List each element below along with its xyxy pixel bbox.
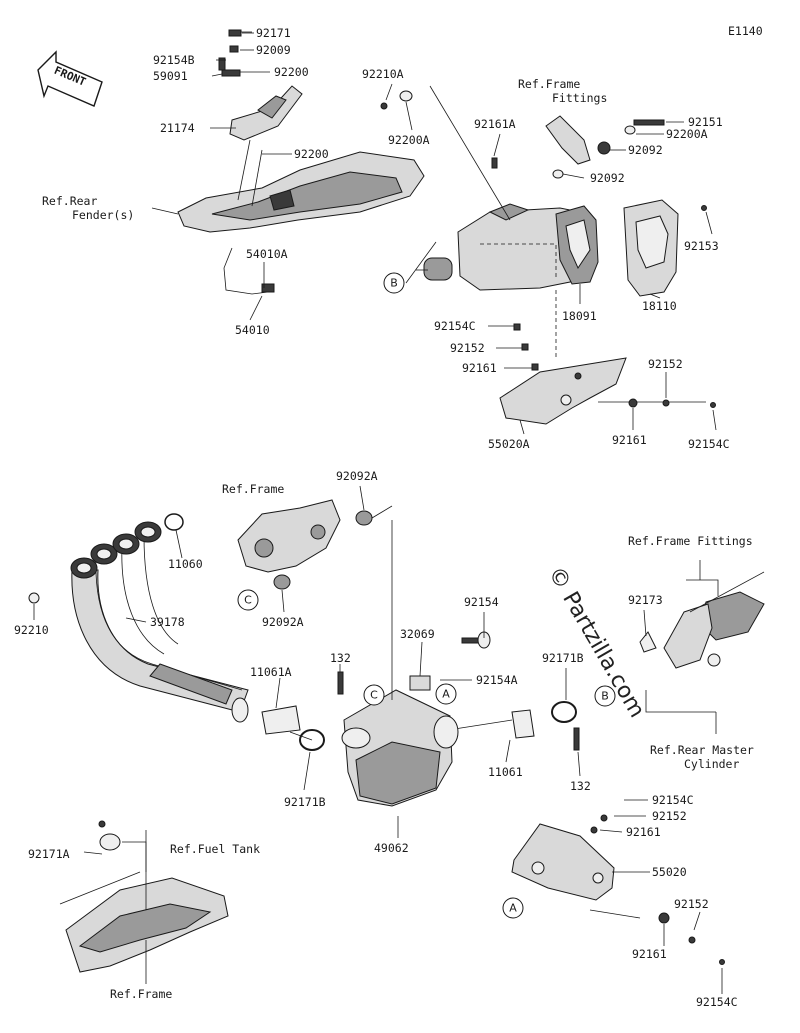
label-55020: 55020 bbox=[652, 865, 687, 879]
label-92210: 92210 bbox=[14, 623, 49, 637]
label-92200-top: 92200 bbox=[274, 65, 309, 79]
label-92161-lower: 92161 bbox=[626, 825, 661, 839]
label-92200-mid: 92200 bbox=[294, 147, 329, 161]
ref-fuel-tank: Ref.Fuel Tank bbox=[170, 842, 260, 856]
label-92092A-top: 92092A bbox=[336, 469, 378, 483]
label-49062: 49062 bbox=[374, 841, 409, 855]
leader-lines bbox=[33, 32, 723, 994]
label-18110: 18110 bbox=[642, 299, 677, 313]
label-92153: 92153 bbox=[684, 239, 719, 253]
heat-shield-upper bbox=[499, 323, 716, 425]
frame-bottom bbox=[59, 820, 229, 984]
svg-text:A: A bbox=[509, 902, 517, 915]
label-11061: 11061 bbox=[488, 765, 523, 779]
label-92152-top: 92152 bbox=[450, 341, 485, 355]
label-92009: 92009 bbox=[256, 43, 291, 57]
label-11061A: 11061A bbox=[250, 665, 292, 679]
callout-c-mid: C bbox=[237, 589, 259, 611]
label-92171B-right: 92171B bbox=[542, 651, 584, 665]
label-92161A: 92161A bbox=[474, 117, 516, 131]
svg-text:B: B bbox=[390, 277, 398, 290]
callout-c-lower: C bbox=[363, 684, 385, 706]
label-54010: 54010 bbox=[235, 323, 270, 337]
connector-pipes bbox=[261, 671, 580, 751]
diagram-code: E1140 bbox=[728, 24, 763, 38]
label-18091: 18091 bbox=[562, 309, 597, 323]
label-92154A: 92154A bbox=[476, 673, 518, 687]
label-92200A-left: 92200A bbox=[388, 133, 430, 147]
frame-mount-mid bbox=[237, 499, 393, 590]
label-32069: 32069 bbox=[400, 627, 435, 641]
front-arrow-icon: FRONT bbox=[37, 50, 103, 107]
callout-a-lower: A bbox=[502, 897, 524, 919]
label-92200A-right: 92200A bbox=[666, 127, 708, 141]
label-132-bot: 132 bbox=[570, 779, 591, 793]
label-92152-r: 92152 bbox=[648, 357, 683, 371]
label-92092-b: 92092 bbox=[590, 171, 625, 185]
label-92154C-bottom: 92154C bbox=[696, 995, 738, 1009]
label-92152-lower: 92152 bbox=[652, 809, 687, 823]
label-92154: 92154 bbox=[464, 595, 499, 609]
label-92154C-top: 92154C bbox=[434, 319, 476, 333]
label-92210A: 92210A bbox=[362, 67, 404, 81]
ref-frame-bottom: Ref.Frame bbox=[110, 987, 172, 1001]
label-92154C-r: 92154C bbox=[688, 437, 730, 451]
svg-text:B: B bbox=[601, 690, 609, 703]
ref-frame-mid: Ref.Frame bbox=[222, 482, 284, 496]
svg-text:C: C bbox=[244, 594, 252, 607]
label-55020A: 55020A bbox=[488, 437, 530, 451]
pre-chamber-49062 bbox=[341, 520, 491, 838]
callout-b-upper: B bbox=[383, 272, 405, 294]
label-92171A: 92171A bbox=[28, 847, 70, 861]
ref-frame-fittings-right: Ref.Frame Fittings bbox=[628, 534, 753, 548]
label-92152-bottom: 92152 bbox=[674, 897, 709, 911]
label-54010A: 54010A bbox=[246, 247, 288, 261]
callout-b-right: B bbox=[594, 685, 616, 707]
rear-fender-assembly bbox=[177, 29, 425, 295]
label-132-top: 132 bbox=[330, 651, 351, 665]
label-92161-top: 92161 bbox=[462, 361, 497, 375]
label-92092-a: 92092 bbox=[628, 143, 663, 157]
svg-text:A: A bbox=[442, 688, 450, 701]
muffler-assembly bbox=[380, 85, 707, 360]
label-92092A-bot: 92092A bbox=[262, 615, 304, 629]
exhaust-headers bbox=[28, 513, 249, 723]
label-92171: 92171 bbox=[256, 26, 291, 40]
label-92154B: 92154B bbox=[153, 53, 195, 67]
part-labels: 92171 92154B 92009 59091 92200 21174 922… bbox=[14, 26, 738, 1009]
label-92154C-lower: 92154C bbox=[652, 793, 694, 807]
label-92173: 92173 bbox=[628, 593, 663, 607]
label-92161-bottom: 92161 bbox=[632, 947, 667, 961]
heat-shield-lower bbox=[511, 814, 725, 965]
label-21174: 21174 bbox=[160, 121, 195, 135]
label-59091: 59091 bbox=[153, 69, 188, 83]
frame-mount-right bbox=[639, 560, 765, 734]
callout-a-mid: A bbox=[435, 683, 457, 705]
label-92161-r: 92161 bbox=[612, 433, 647, 447]
label-92151: 92151 bbox=[688, 115, 723, 129]
svg-text:C: C bbox=[370, 689, 378, 702]
label-39178: 39178 bbox=[150, 615, 185, 629]
label-92171B-left: 92171B bbox=[284, 795, 326, 809]
label-11060: 11060 bbox=[168, 557, 203, 571]
